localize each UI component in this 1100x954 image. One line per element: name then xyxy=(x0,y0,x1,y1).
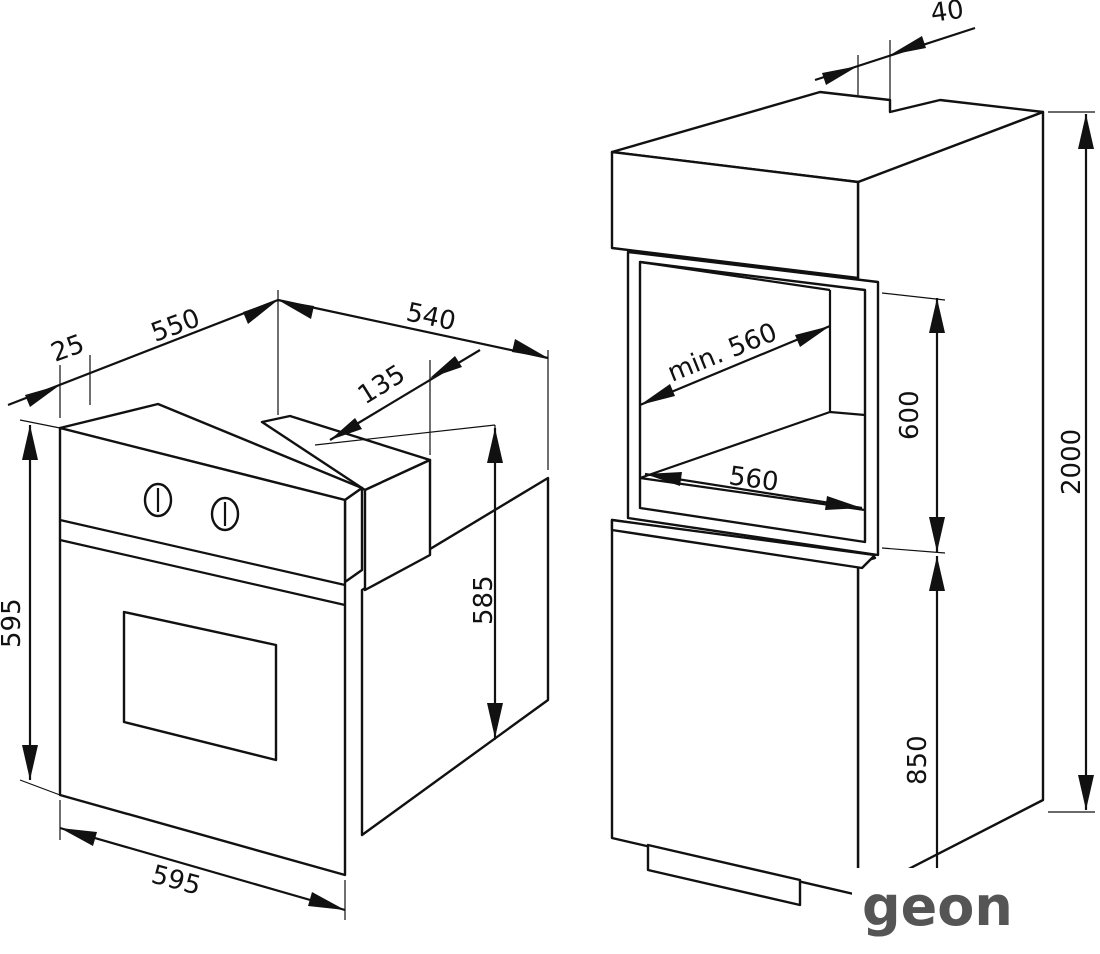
arrow-icon xyxy=(640,384,675,405)
dim-line-width xyxy=(59,826,346,912)
arrow-icon xyxy=(1078,775,1094,810)
arrow-icon xyxy=(929,517,945,552)
arrow-icon xyxy=(822,66,858,85)
arrow-icon xyxy=(25,385,60,407)
dim-label-600: 600 xyxy=(895,390,925,440)
arrow-icon xyxy=(1078,114,1094,149)
arrow-icon xyxy=(430,356,462,378)
dim-label-585: 585 xyxy=(469,575,499,625)
knob-left-icon xyxy=(143,482,173,518)
watermark-backdrop xyxy=(852,868,1042,938)
dim-label-2000: 2000 xyxy=(1057,429,1087,495)
arrow-icon xyxy=(308,892,345,910)
dim-label-25: 25 xyxy=(47,329,88,369)
niche-edge xyxy=(829,410,866,417)
niche-edge xyxy=(639,260,831,292)
dim-line-depth-total xyxy=(277,298,549,360)
arrow-icon xyxy=(487,703,503,738)
niche-shelf xyxy=(639,410,831,480)
watermark-logo: geon xyxy=(862,875,1013,938)
cabinet-top xyxy=(610,90,1045,184)
ext-line xyxy=(881,292,946,301)
arrow-icon xyxy=(330,418,362,440)
arrow-icon xyxy=(22,425,38,460)
dim-label-540: 540 xyxy=(404,298,459,338)
arrow-icon xyxy=(825,496,862,510)
arrow-icon xyxy=(487,428,503,463)
arrow-icon xyxy=(795,326,830,347)
dim-label-550: 550 xyxy=(147,303,204,348)
ext-line xyxy=(881,547,946,554)
cabinet-upper-front xyxy=(610,150,860,280)
arrow-icon xyxy=(60,828,97,846)
arrow-icon xyxy=(645,472,682,486)
dim-label-595-height: 595 xyxy=(0,598,27,648)
dim-label-40: 40 xyxy=(929,0,966,29)
arrow-icon xyxy=(512,339,548,358)
dim-line-niche-width xyxy=(644,472,863,510)
oven-drawing: 25 550 540 135 595 585 595 xyxy=(0,290,550,920)
dim-label-560: 560 xyxy=(727,461,780,498)
ext-line xyxy=(314,424,496,446)
arrow-icon xyxy=(929,298,945,333)
oven-panel-divider xyxy=(59,518,346,587)
ext-line xyxy=(19,419,61,429)
dim-label-850: 850 xyxy=(903,735,933,785)
arrow-icon xyxy=(22,745,38,780)
arrow-icon xyxy=(890,36,926,55)
arrow-icon xyxy=(929,556,945,591)
cabinet-drawing: 40 min. 560 560 600 850 2000 xyxy=(610,0,1095,907)
cabinet-side xyxy=(856,110,1045,897)
arrow-icon xyxy=(243,300,278,324)
oven-door-top xyxy=(59,538,346,607)
dim-label-135: 135 xyxy=(353,359,411,411)
oven-rear-step xyxy=(363,458,432,592)
knob-right-icon xyxy=(210,496,240,532)
cabinet-base-top xyxy=(610,518,877,570)
ext-line xyxy=(19,779,61,796)
oven-door-window xyxy=(122,610,278,762)
oven-panel-side xyxy=(343,486,364,584)
cabinet-plinth xyxy=(646,843,802,907)
arrow-icon xyxy=(278,300,314,319)
cabinet-base-front xyxy=(610,518,877,897)
